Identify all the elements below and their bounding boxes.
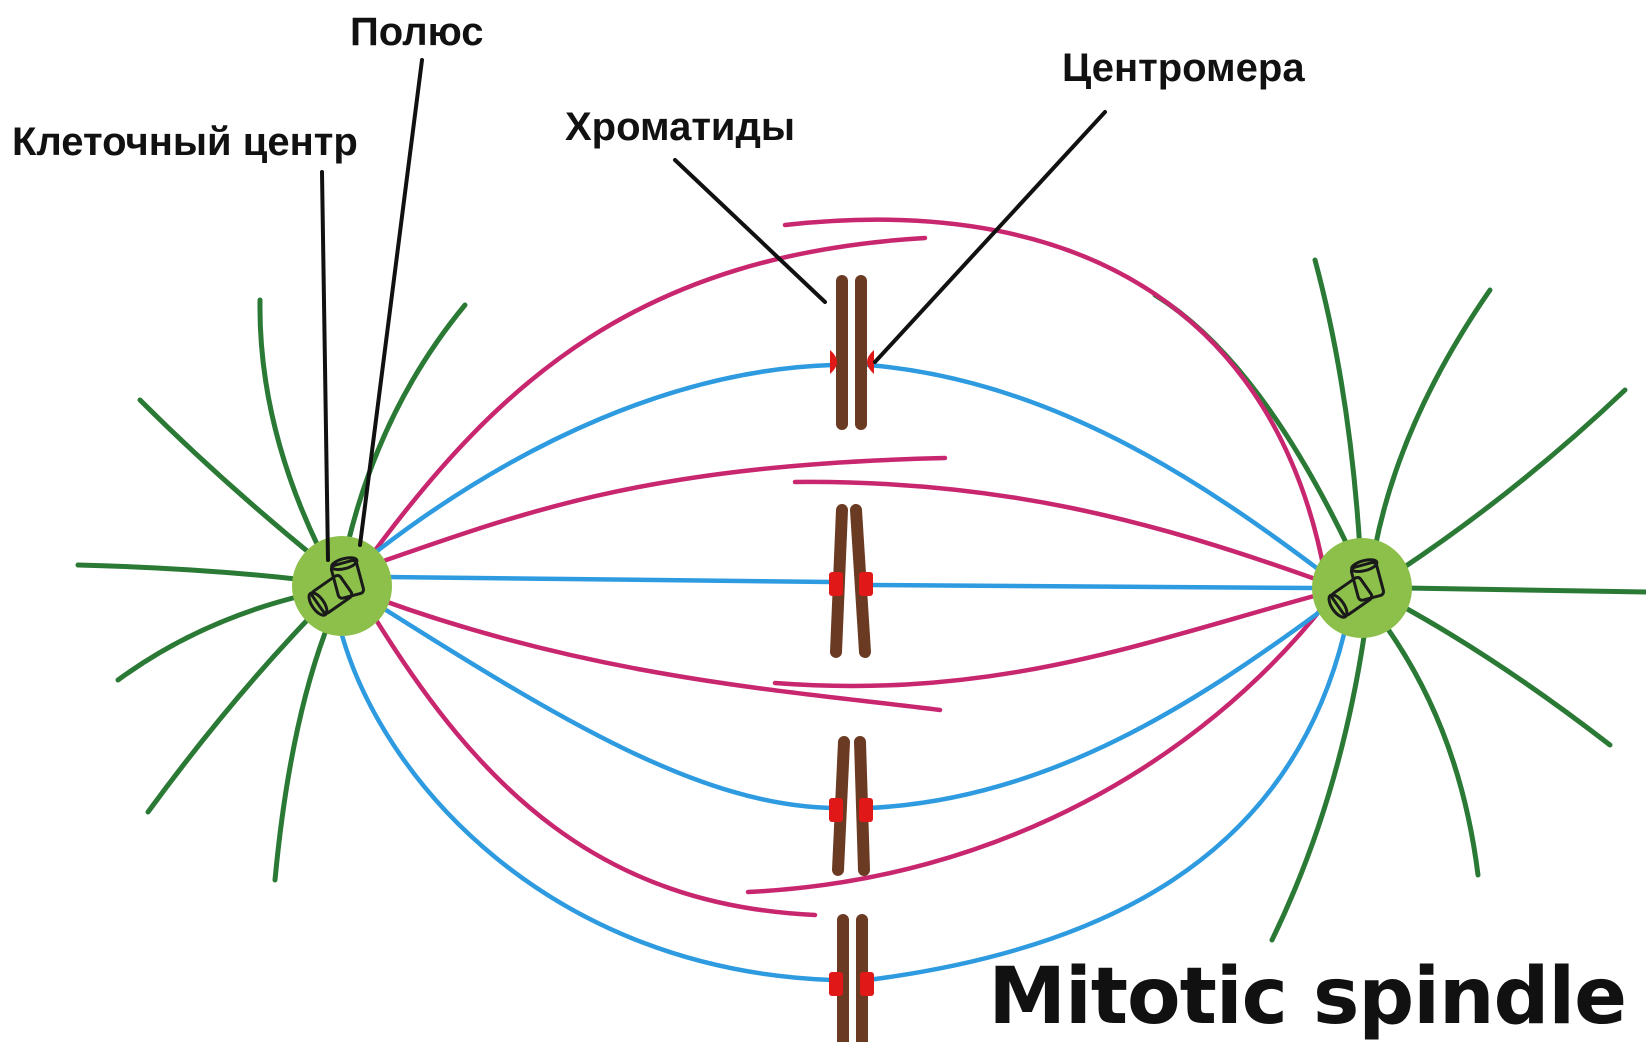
- chromosome-1: [830, 275, 874, 430]
- pole-body: [1312, 538, 1412, 638]
- chromatid: [855, 275, 867, 430]
- pointer-chromatids: [675, 160, 825, 302]
- label-pole: Полюс: [350, 12, 483, 52]
- centromere: [830, 350, 837, 374]
- polar-fiber: [795, 482, 1318, 580]
- chromosome-2: [829, 510, 873, 652]
- astral-fiber: [1405, 588, 1646, 592]
- astral-fiber: [1155, 295, 1352, 555]
- polar-fiber: [370, 610, 815, 915]
- label-chromatids: Хроматиды: [565, 107, 795, 147]
- chromosome-3: [829, 742, 873, 870]
- astral-fiber: [78, 565, 305, 580]
- astral-fiber: [1385, 625, 1478, 875]
- pointer-cell-center: [322, 172, 328, 560]
- pole-body: [292, 536, 392, 636]
- astral-fiber: [275, 620, 330, 880]
- label-centromere: Центромера: [1062, 48, 1305, 88]
- kinetochore-fiber: [378, 605, 832, 808]
- astral-fiber: [1400, 390, 1625, 570]
- centromere: [829, 572, 843, 596]
- chromatid: [836, 275, 848, 430]
- chromosome-4: [829, 920, 874, 1042]
- centromere: [829, 798, 843, 822]
- label-cell-center: Клеточный центр: [12, 122, 358, 162]
- pole-left: [292, 536, 392, 636]
- astral-fiber: [1375, 290, 1490, 548]
- pointer-pole: [360, 60, 422, 545]
- centromere: [859, 572, 873, 596]
- kinetochore-fiber: [385, 577, 832, 582]
- astral-fibers-left: [78, 300, 465, 880]
- kinetochore-fiber: [372, 365, 832, 555]
- centromere: [859, 798, 873, 822]
- pole-right: [1312, 538, 1412, 638]
- kinetochore-fiber: [868, 585, 1315, 588]
- astral-fiber: [1315, 260, 1360, 550]
- centromere: [829, 972, 843, 996]
- astral-fiber: [1400, 605, 1610, 745]
- astral-fiber: [1272, 630, 1365, 940]
- astral-fiber: [118, 595, 305, 680]
- diagram-title: Mitotic spindle: [988, 958, 1626, 1036]
- centromere: [867, 350, 874, 374]
- centromere: [860, 972, 874, 996]
- kinetochore-fibers: [340, 365, 1345, 980]
